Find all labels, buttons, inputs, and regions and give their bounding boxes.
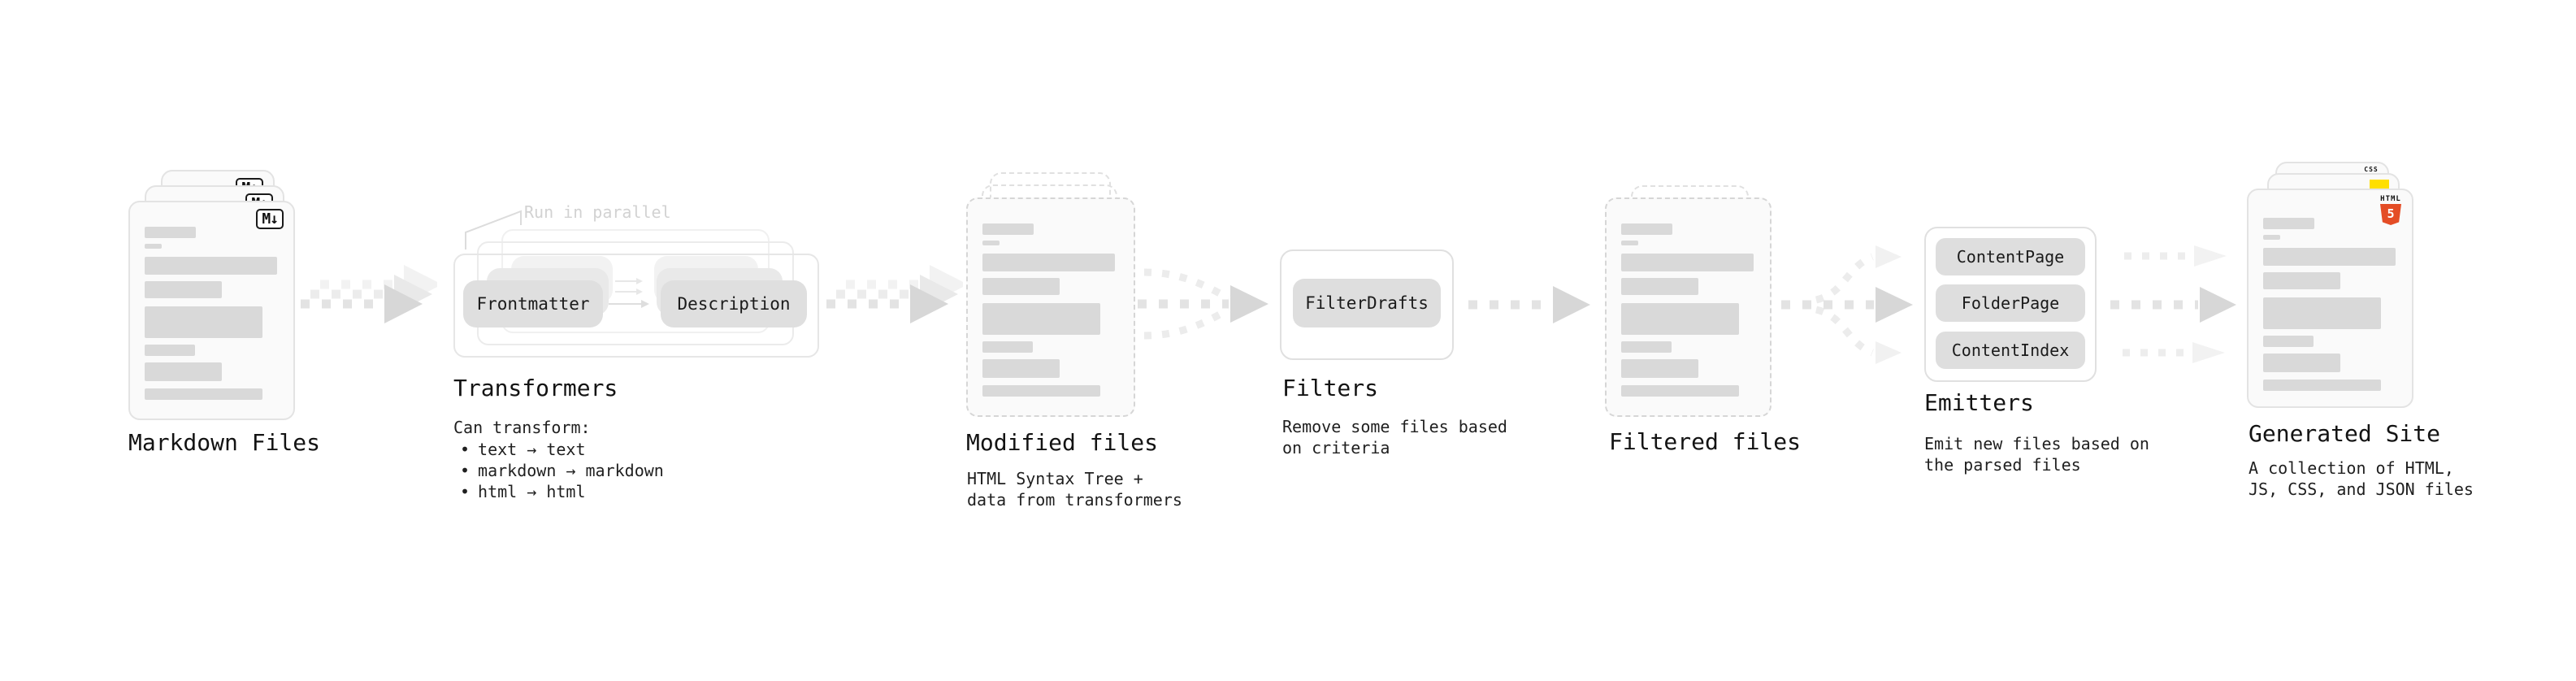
list-item: • html → html bbox=[460, 481, 664, 502]
html5-shield-icon: 5 bbox=[2380, 204, 2401, 225]
bullet-icon: • bbox=[460, 440, 471, 459]
stage-title-markdown-files: Markdown Files bbox=[128, 429, 321, 456]
emitter-pill-contentpage: ContentPage bbox=[1936, 238, 2085, 275]
list-item-text: text → text bbox=[478, 440, 586, 459]
dashed-arrow-icon bbox=[2110, 287, 2236, 323]
run-in-parallel-annotation: Run in parallel bbox=[524, 202, 671, 222]
css-icon-label: CSS bbox=[2364, 166, 2379, 173]
markdown-file-card: M↓ bbox=[128, 201, 295, 420]
filter-pill-filterdrafts: FilterDrafts bbox=[1293, 279, 1441, 327]
faint-dashed-arrow-icon bbox=[2124, 245, 2227, 267]
stage-title-generated-site: Generated Site bbox=[2249, 420, 2441, 447]
emitter-pill-folderpage: FolderPage bbox=[1936, 284, 2085, 322]
list-item: • text → text bbox=[460, 439, 664, 460]
filters-caption: Remove some files based on criteria bbox=[1282, 417, 1507, 458]
html5-file-icon: HTML 5 bbox=[2379, 195, 2402, 225]
list-item-text: html → html bbox=[478, 482, 586, 501]
generated-file-card-html: HTML 5 bbox=[2247, 189, 2413, 408]
transformer-pill-frontmatter: Frontmatter bbox=[463, 280, 603, 327]
stage-title-filtered-files: Filtered files bbox=[1609, 428, 1802, 455]
list-item-text: markdown → markdown bbox=[478, 461, 664, 480]
dashed-arrow-icon bbox=[1468, 286, 1590, 323]
parallel-transform-arrows-icon bbox=[609, 278, 649, 308]
bullet-icon: • bbox=[460, 482, 471, 501]
modified-files-caption: HTML Syntax Tree + data from transformer… bbox=[967, 469, 1182, 510]
stacked-dashed-arrow-icon bbox=[301, 265, 437, 323]
modified-file-card bbox=[966, 197, 1135, 417]
annotation-leader-line-icon bbox=[465, 210, 522, 249]
transformer-pill-description: Description bbox=[661, 280, 807, 327]
generated-site-caption: A collection of HTML, JS, CSS, and JSON … bbox=[2249, 458, 2474, 499]
stage-title-transformers: Transformers bbox=[453, 375, 618, 401]
html5-icon-label: HTML bbox=[2380, 195, 2401, 203]
stage-title-emitters: Emitters bbox=[1924, 389, 2034, 416]
markdown-icon: M↓ bbox=[256, 209, 284, 229]
emitter-pill-contentindex: ContentIndex bbox=[1936, 332, 2085, 369]
bullet-icon: • bbox=[460, 461, 471, 480]
stage-title-modified-files: Modified files bbox=[966, 429, 1159, 456]
faint-dashed-arrow-icon bbox=[2123, 342, 2225, 363]
text-placeholder-bars bbox=[982, 223, 1115, 397]
filtered-file-card bbox=[1605, 197, 1772, 417]
text-placeholder-bars bbox=[2263, 218, 2396, 391]
text-placeholder-bars bbox=[145, 227, 277, 400]
text-placeholder-bars bbox=[1621, 223, 1754, 397]
stacked-dashed-arrow-icon bbox=[826, 265, 963, 323]
stage-title-filters: Filters bbox=[1282, 375, 1379, 401]
split-dashed-arrow-icon bbox=[1781, 245, 1913, 364]
emitters-caption: Emit new files based on the parsed files bbox=[1924, 434, 2149, 475]
transformer-box bbox=[453, 254, 819, 358]
transform-types-list: • text → text • markdown → markdown • html … bbox=[460, 439, 664, 502]
merge-dashed-arrow-icon bbox=[1138, 268, 1268, 340]
list-item: • markdown → markdown bbox=[460, 460, 664, 481]
can-transform-caption: Can transform: bbox=[453, 418, 591, 437]
